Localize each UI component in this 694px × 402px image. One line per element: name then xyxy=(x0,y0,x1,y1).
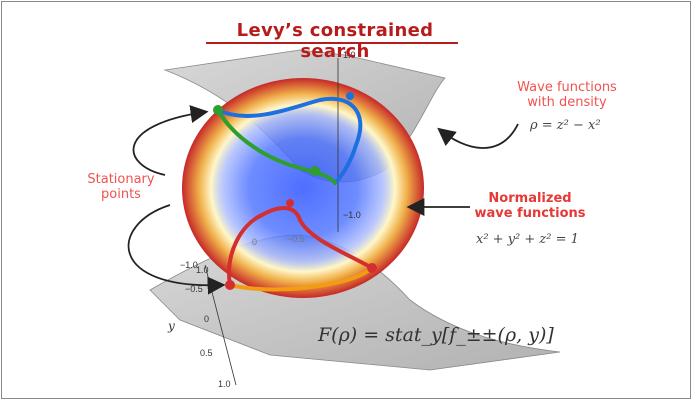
curve-orange xyxy=(228,266,374,292)
equation-functional: F(ρ) = stat_y[f_±±(ρ, y)] xyxy=(318,324,554,346)
stationary-point xyxy=(346,92,354,100)
arrow-stationary-top xyxy=(132,105,209,176)
x-tick-0: 0 xyxy=(252,237,257,247)
equation-normalization: x² + y² + z² = 1 xyxy=(476,232,579,247)
stationary-point xyxy=(225,280,235,290)
y-tick-neg1: −1.0 xyxy=(180,260,198,270)
callout-wave-density: Wave functions with density xyxy=(502,80,632,110)
y-tick-neg05: −0.5 xyxy=(185,284,203,294)
stationary-point xyxy=(213,105,223,115)
z-tick-top: 1.0 xyxy=(343,50,356,60)
title-underline xyxy=(206,42,458,44)
x-tick-neg05: −0.5 xyxy=(287,234,305,244)
page-title: Levy’s constrained search xyxy=(236,20,434,62)
y-axis-label: y xyxy=(167,319,175,333)
y-tick-05: 0.5 xyxy=(200,348,213,358)
curve-red xyxy=(227,206,374,287)
z-tick-mid: −1.0 xyxy=(343,210,361,220)
y-tick-0: 0 xyxy=(204,314,209,324)
curve-blue xyxy=(216,96,363,185)
equation-density: ρ = z² − x² xyxy=(530,118,601,133)
callout-stationary-text: Stationary points xyxy=(87,172,155,202)
stationary-point xyxy=(286,199,294,207)
y-tick-1: 1.0 xyxy=(218,379,231,389)
callout-wave-density-text: Wave functions with density xyxy=(517,80,617,110)
unit-sphere xyxy=(182,78,424,298)
callout-normalized: Normalized wave functions xyxy=(470,191,590,221)
y-tick-top-extra: 1.0 xyxy=(196,265,209,275)
arrow-stationary-bottom xyxy=(127,204,226,295)
callout-normalized-text: Normalized wave functions xyxy=(474,191,586,221)
stationary-point xyxy=(367,263,377,273)
callout-stationary: Stationary points xyxy=(66,172,176,202)
curve-green xyxy=(216,108,337,185)
arrow-wave-density xyxy=(437,123,519,149)
stationary-point xyxy=(310,166,320,176)
